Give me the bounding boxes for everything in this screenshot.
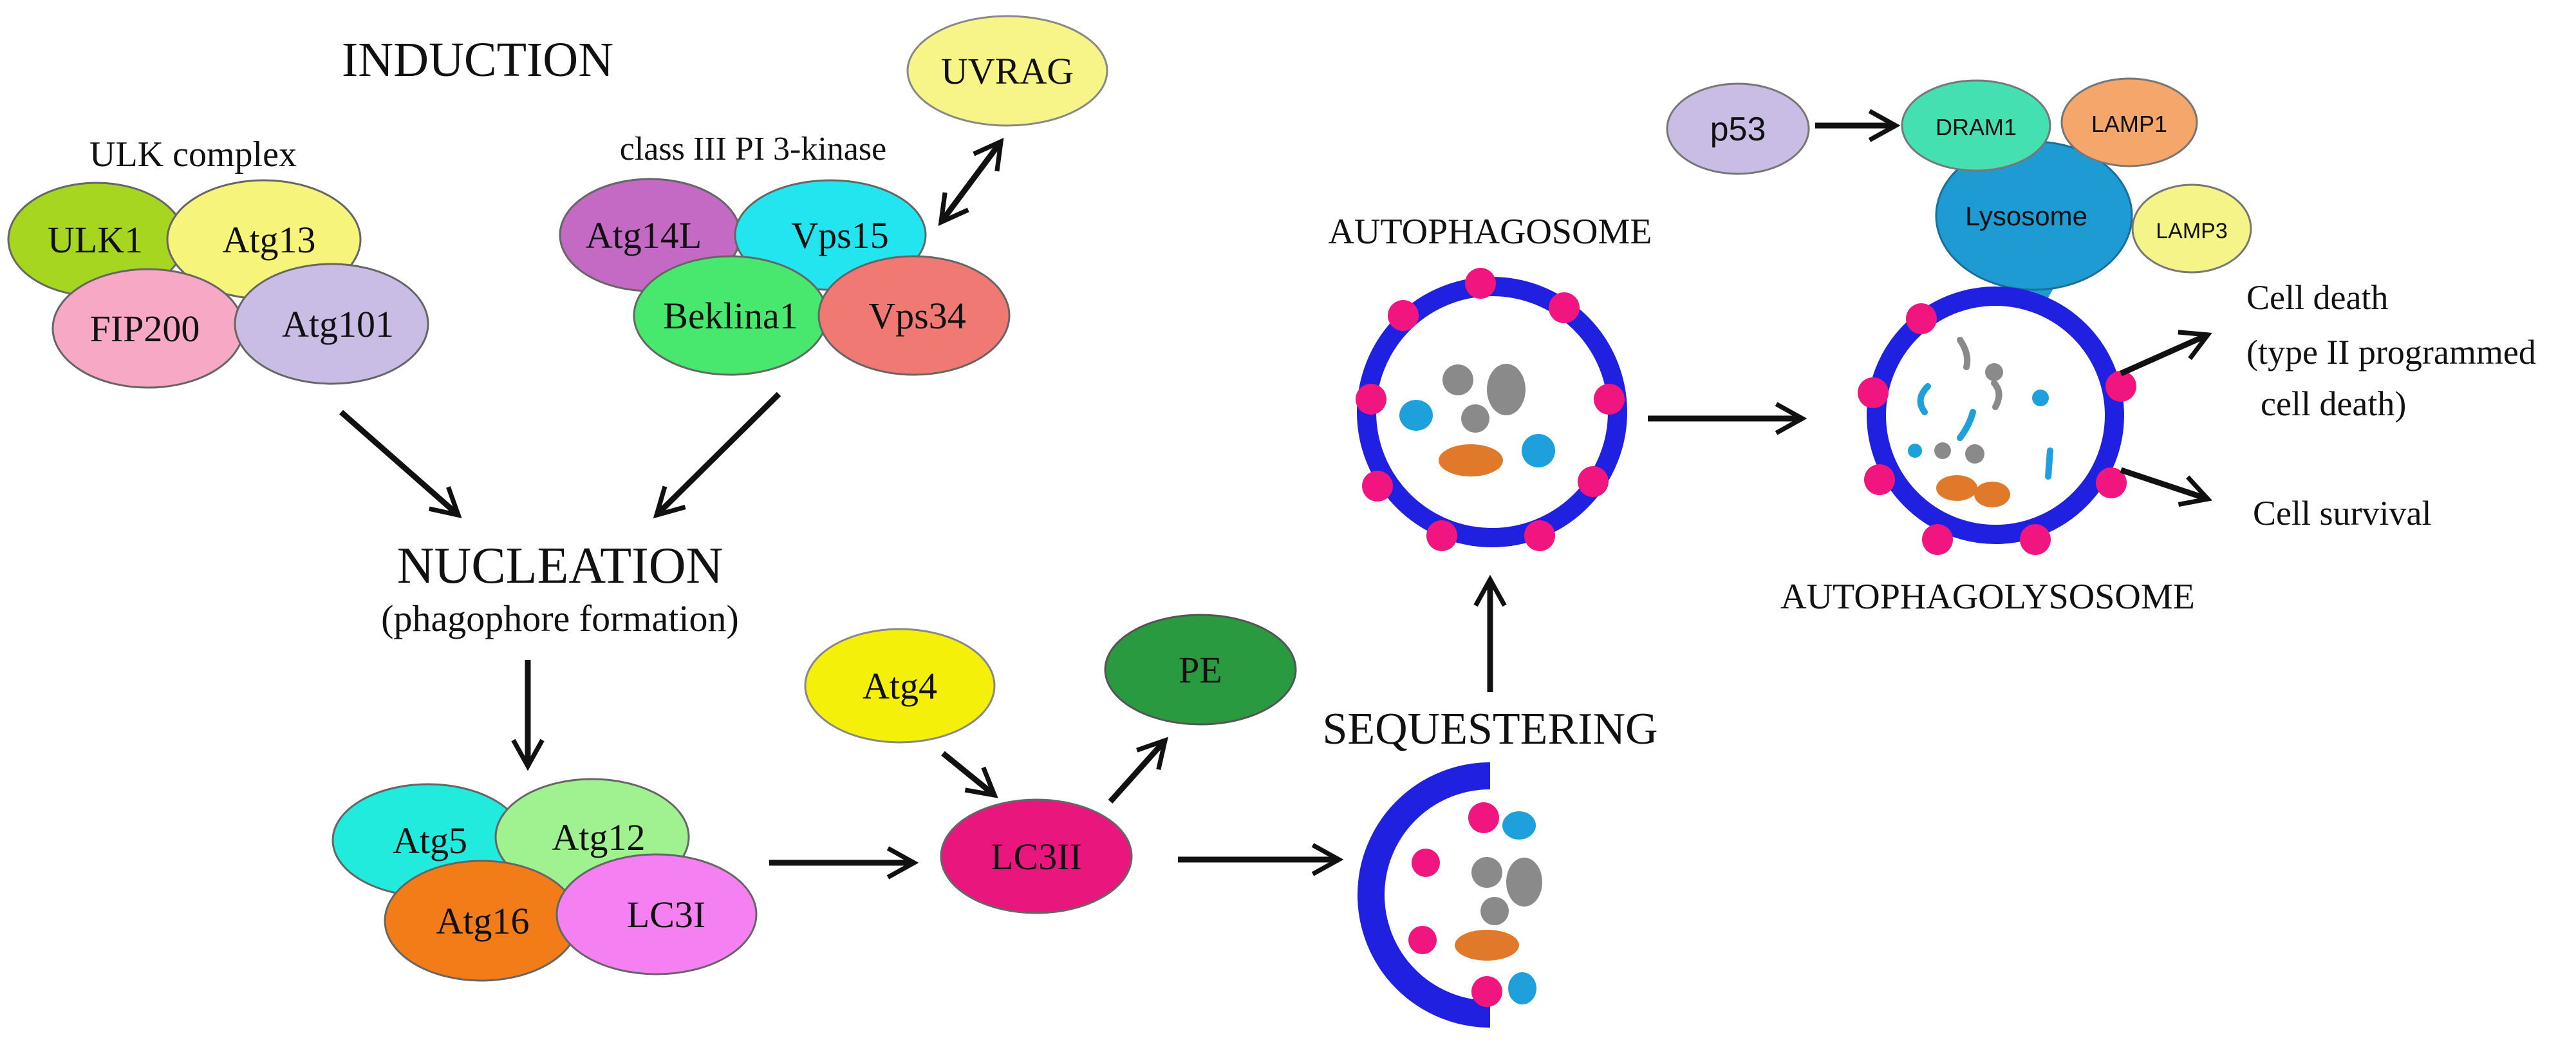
atg4-to-lc3ii-arrow [941,751,998,798]
p53-label: p53 [1710,111,1766,148]
atg101-node: Atg101 [234,263,429,385]
atg16-label: Atg16 [436,900,530,942]
atg13-label: Atg13 [223,219,316,261]
to-cell-death-arrow [2120,330,2212,377]
vps34-label: Vps34 [868,295,966,337]
to-cell-survival-arrow [2120,467,2213,507]
pi3k-to-nucleation-arrow [653,391,781,519]
atg5-label: Atg5 [393,820,467,861]
atg12-label: Atg12 [552,816,646,858]
phagophore-subtitle: (phagophore formation) [381,598,739,639]
vps15-label: Vps15 [791,214,888,256]
induction-title: INDUCTION [342,33,613,87]
p53-node: p53 [1666,82,1810,175]
cell-survival-label: Cell survival [2253,494,2431,532]
cell-death-label: Cell death [2246,278,2388,317]
atg4-node: Atg4 [804,628,996,744]
atg101-label: Atg101 [282,303,394,345]
pi3k-complex: Atg14L Vps15 Beklina1 Vps34 [559,178,1011,376]
uvrag-node: UVRAG [906,15,1108,127]
autophagolysosome-vesicle [1858,287,2136,555]
ulk1-node: ULK1 [7,182,186,297]
cell-death-detail-line2: cell death) [2261,384,2406,423]
ulk1-label: ULK1 [48,219,143,261]
lc3ii-node: LC3II [940,798,1133,914]
atg-conjugation-complex: Atg5 Atg12 Atg16 LC3I [331,778,758,982]
uvrag-label: UVRAG [941,50,1074,92]
lc3ii-label: LC3II [991,836,1082,878]
ulk-complex-label: ULK complex [89,135,297,174]
lamp3-label: LAMP3 [2156,219,2228,243]
lysosome-label: Lysosome [1965,201,2087,231]
atg16-node: Atg16 [384,860,579,982]
phagophore-membrane [1358,762,1542,1028]
vps34-node: Vps34 [817,255,1011,376]
beklina1-node: Beklina1 [633,255,828,376]
lc3i-node: LC3I [555,853,758,975]
autophagolysosome-title: AUTOPHAGOLYSOSOME [1780,577,2195,617]
class3-pi3k-label: class III PI 3-kinase [620,131,886,167]
fip200-node: FIP200 [51,268,245,389]
lc3ii-to-pe-arrow [1108,737,1168,804]
autophagosome-vesicle [1356,268,1627,551]
lc3i-label: LC3I [627,894,705,936]
uvrag-pi3k-double-arrow [938,138,1004,226]
beklina1-label: Beklina1 [663,295,798,337]
pe-label: PE [1179,649,1222,691]
ulk-complex: ULK1 Atg13 FIP200 Atg101 [7,179,429,389]
sequestering-title: SEQUESTERING [1322,704,1657,754]
autophagosome-title: AUTOPHAGOSOME [1328,212,1652,252]
ulk-to-nucleation-arrow [339,409,462,518]
pe-node: PE [1104,614,1297,726]
atg14l-label: Atg14L [586,214,702,256]
dram1-node: DRAM1 [1901,79,2051,172]
nucleation-title: NUCLEATION [397,538,723,594]
lamp1-label: LAMP1 [2091,111,2167,137]
atg4-label: Atg4 [863,665,937,707]
fip200-label: FIP200 [90,308,200,350]
cell-death-detail-line1: (type II programmed [2246,333,2536,372]
lamp1-node: LAMP1 [2060,77,2198,167]
dram1-label: DRAM1 [1936,114,2017,140]
lamp3-node: LAMP3 [2131,184,2252,274]
